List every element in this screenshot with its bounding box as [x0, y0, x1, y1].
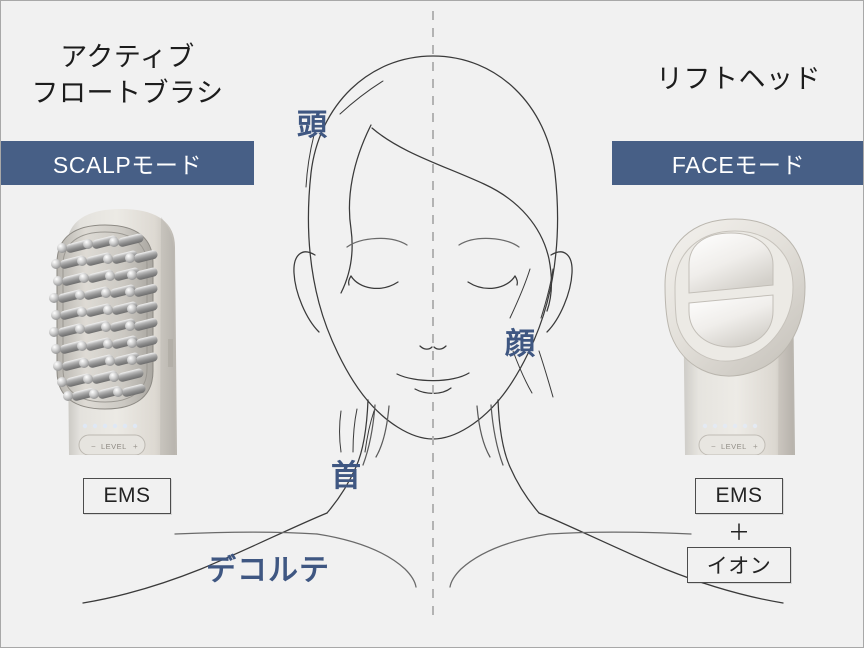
left-attachment-title: アクティブ フロートブラシ — [31, 42, 224, 108]
right-ems-tag: EMS — [695, 478, 783, 514]
right-mode-badge: FACEモード — [612, 141, 863, 185]
level-button: − LEVEL + — [78, 434, 146, 455]
left-mode-badge: SCALPモード — [1, 141, 254, 185]
right-ion-tag: イオン — [687, 547, 791, 583]
svg-text:+: + — [133, 442, 138, 451]
right-attachment-title: リフトヘッド — [656, 64, 821, 94]
svg-text:+: + — [753, 442, 758, 451]
scalp-brush-device-image: − LEVEL + — [49, 209, 177, 455]
level-led-indicators — [702, 423, 758, 429]
svg-text:−: − — [711, 442, 716, 451]
level-led-indicators — [82, 423, 138, 429]
lift-head-device-image: − LEVEL + — [664, 218, 806, 455]
left-ems-tag: EMS — [83, 478, 171, 514]
svg-text:LEVEL: LEVEL — [721, 442, 747, 451]
brush-pins — [49, 233, 158, 401]
right-plus-separator: ＋ — [727, 519, 750, 545]
svg-text:LEVEL: LEVEL — [101, 442, 127, 451]
body-part-label-face: 顔 — [505, 328, 536, 361]
body-part-label-head: 頭 — [297, 109, 328, 142]
body-part-label-decollete: デコルテ — [206, 554, 330, 587]
level-button: − LEVEL + — [698, 434, 766, 455]
svg-text:−: − — [91, 442, 96, 451]
body-part-label-neck: 首 — [331, 460, 362, 493]
